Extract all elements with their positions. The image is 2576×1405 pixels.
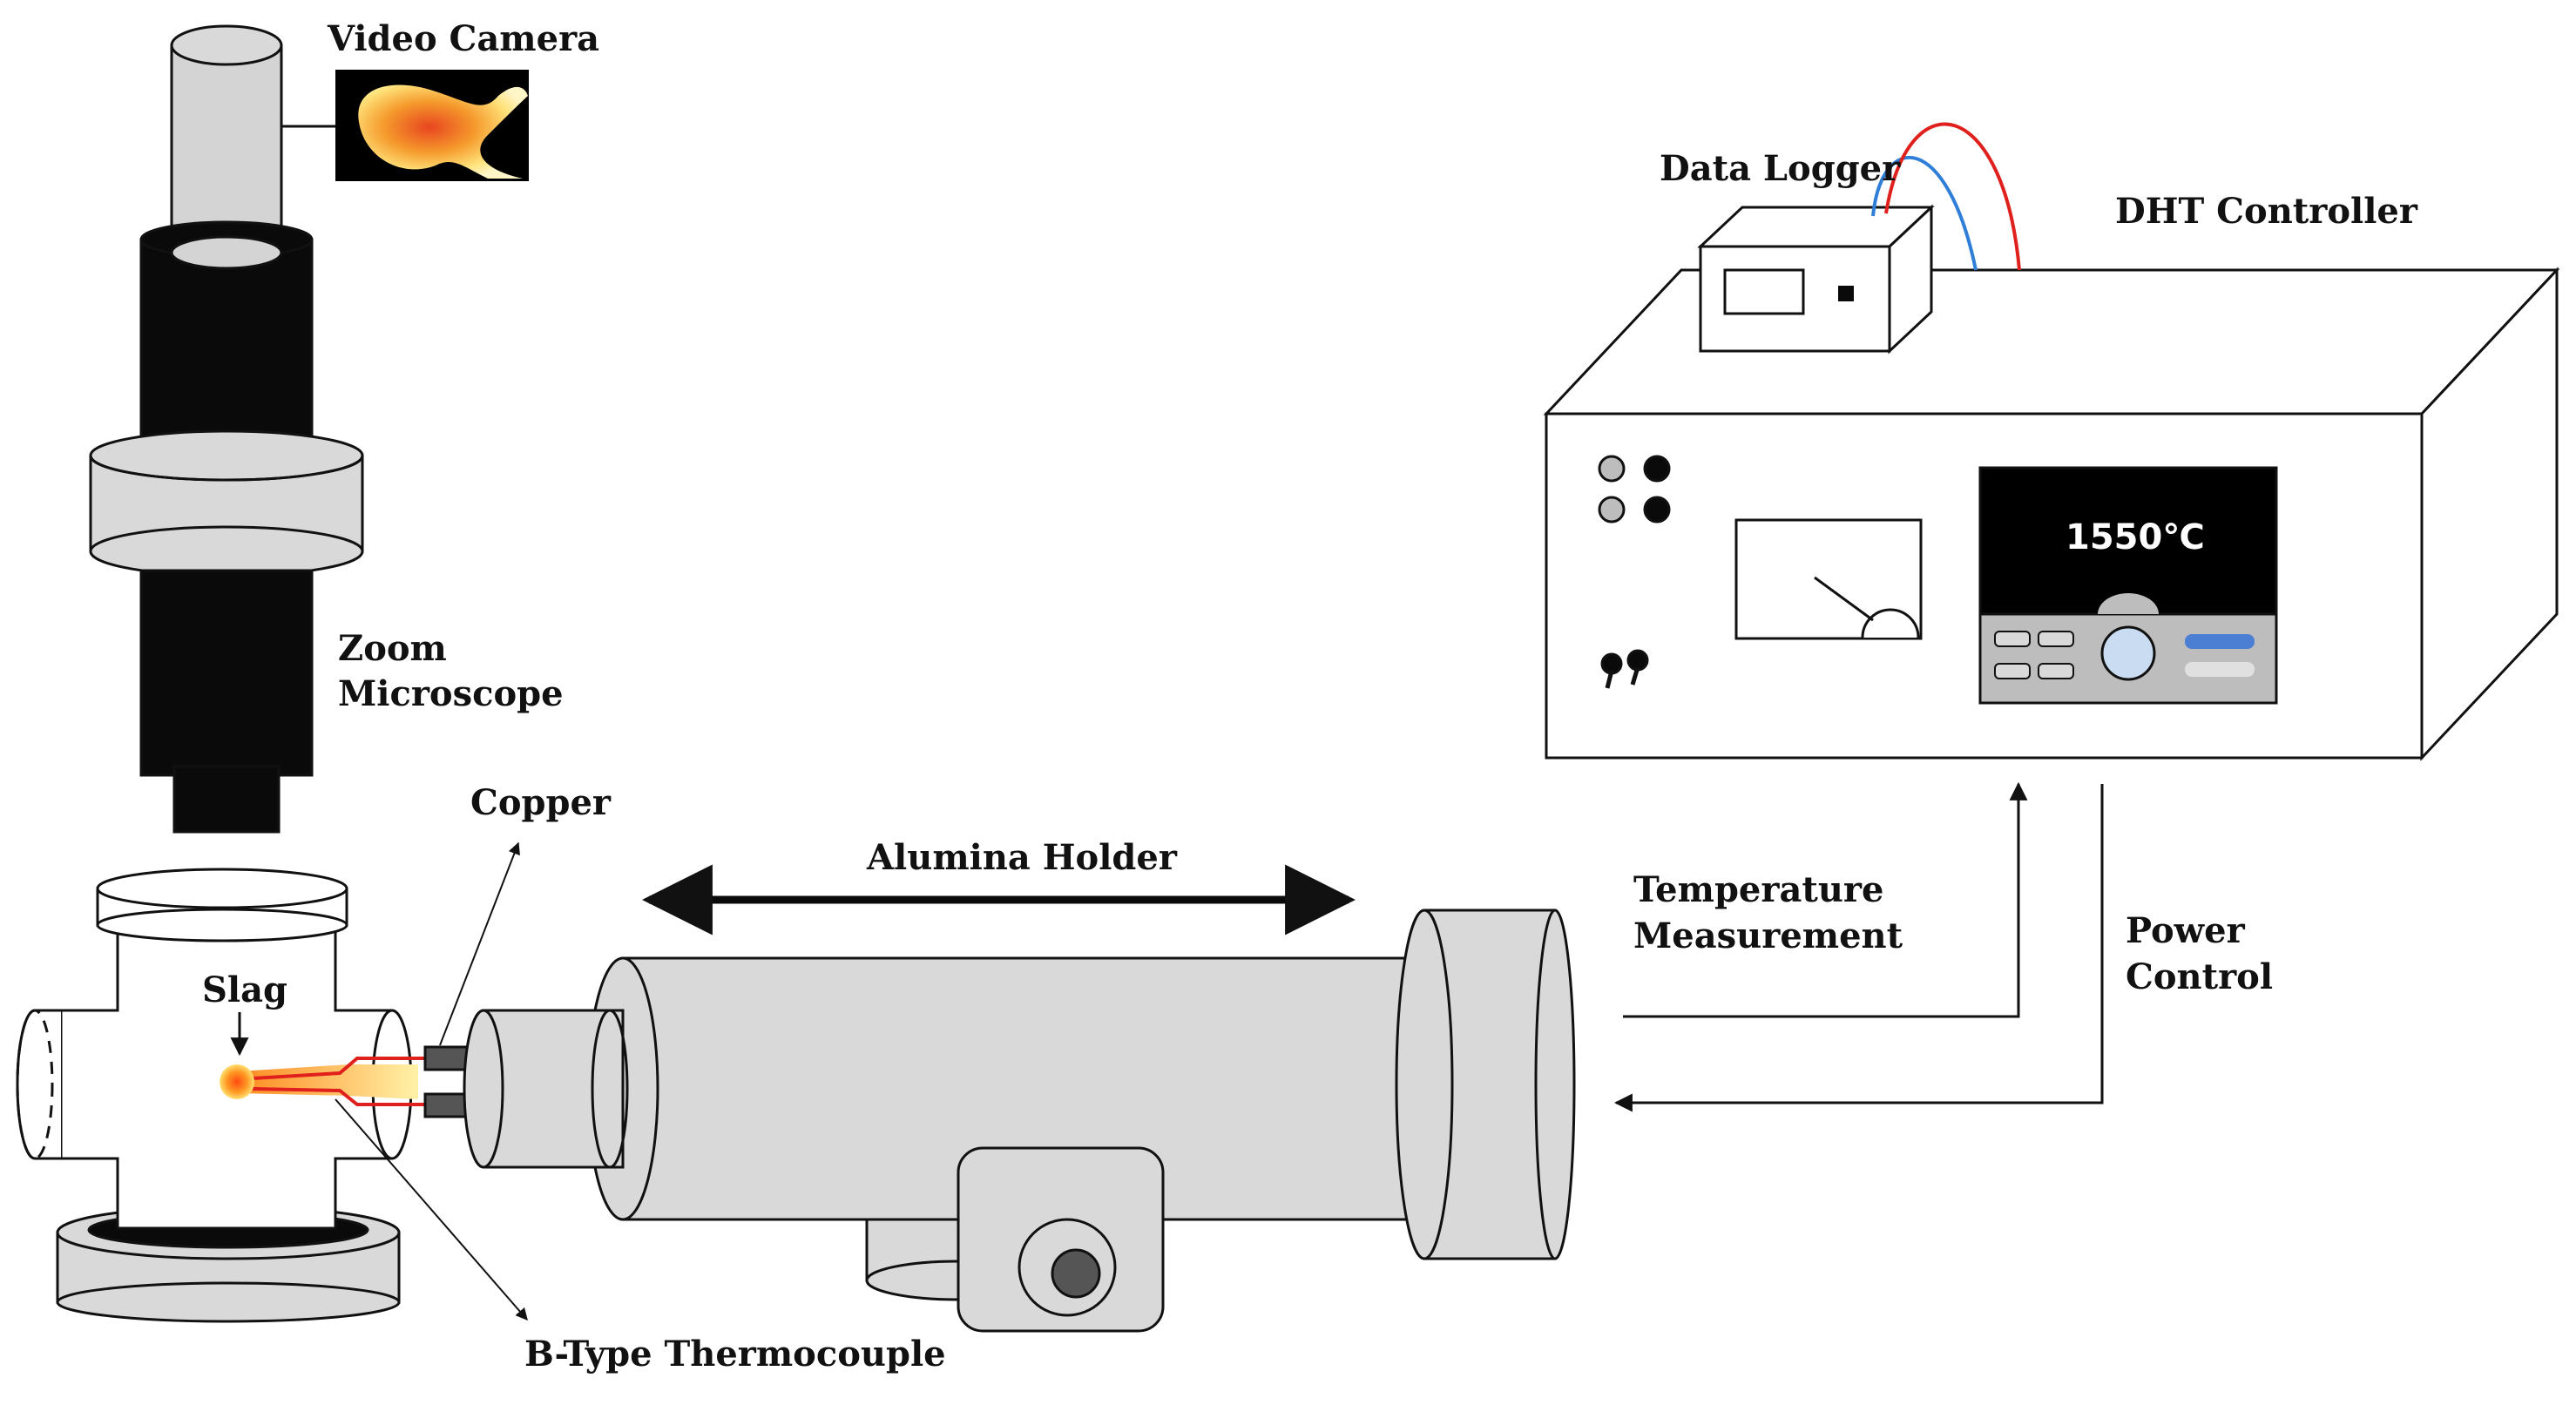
temperature-label: Temperature bbox=[1633, 869, 1883, 910]
copper-pointer bbox=[439, 841, 520, 1046]
dht-controller-label: DHT Controller bbox=[2115, 191, 2418, 232]
microscope-label: Microscope bbox=[338, 673, 564, 714]
zoom-microscope bbox=[89, 24, 364, 834]
meter-needle bbox=[1814, 576, 1874, 622]
data-logger-label: Data Logger bbox=[1660, 148, 1901, 189]
wire-blue bbox=[1871, 155, 1978, 271]
controller-front-panel bbox=[1598, 455, 2278, 705]
data-logger-button bbox=[1838, 286, 1854, 301]
camera-image-inset bbox=[281, 70, 529, 181]
slag-sample bbox=[220, 1064, 254, 1099]
alumina-holder bbox=[463, 909, 1576, 1333]
copper-label: Copper bbox=[470, 782, 612, 823]
power-control-line bbox=[1613, 784, 2104, 1112]
video-camera-top bbox=[170, 24, 283, 66]
thermocouple-assembly bbox=[220, 1057, 425, 1106]
indicator-light bbox=[1598, 496, 1626, 523]
data-logger bbox=[1697, 204, 1935, 355]
indicator-light bbox=[1643, 496, 1671, 523]
thermocouple-pointer bbox=[335, 1098, 528, 1321]
data-logger-screen bbox=[1723, 268, 1805, 315]
video-camera-body bbox=[170, 44, 283, 254]
wire-red bbox=[1884, 122, 2021, 271]
measurement-label: Measurement bbox=[1633, 915, 1903, 956]
alumina-holder-label: Alumina Holder bbox=[866, 837, 1178, 878]
zoom-label: Zoom bbox=[338, 628, 447, 669]
indicator-light bbox=[1643, 455, 1671, 483]
microscope-lower-tube bbox=[139, 569, 314, 777]
display-reading: 1550℃ bbox=[2066, 517, 2205, 557]
power-label: Power bbox=[2126, 910, 2246, 951]
control-knob bbox=[2100, 625, 2156, 681]
slag-label: Slag bbox=[202, 969, 287, 1010]
video-camera-label: Video Camera bbox=[327, 18, 599, 59]
b-type-thermocouple-label: B-Type Thermocouple bbox=[524, 1334, 946, 1375]
control-label: Control bbox=[2126, 956, 2273, 997]
indicator-light bbox=[1598, 455, 1626, 483]
microscope-objective bbox=[172, 765, 281, 834]
temperature-measurement-line bbox=[1623, 781, 2028, 1018]
